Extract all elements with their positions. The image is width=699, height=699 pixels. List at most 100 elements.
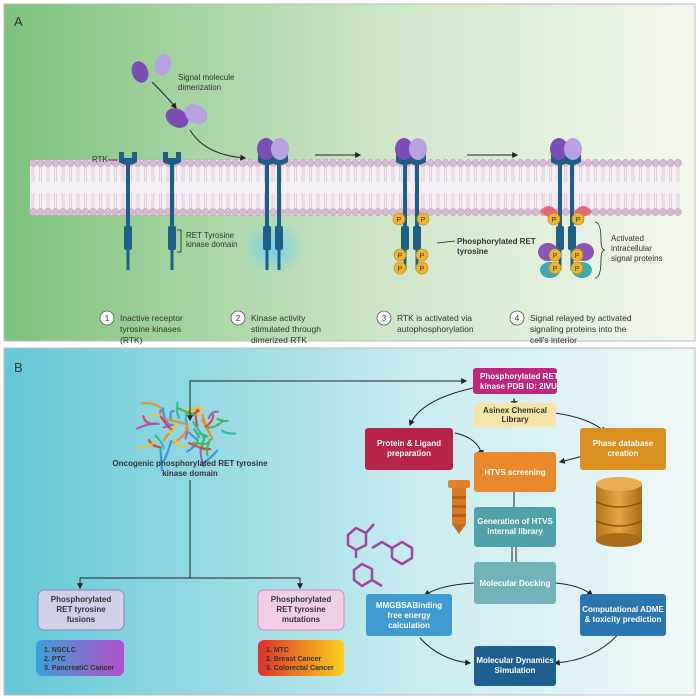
oncogenic-label-1: Oncogenic phosphorylated RET tyrosine [112,459,268,468]
step-caption-line: signaling proteins into the [530,324,627,334]
step-number: 4 [515,314,520,323]
fusions-item-1: 1. NSCLC [44,647,76,654]
asinex-box-line-2: Library [501,415,529,424]
activated-label-1: Activated [611,234,644,243]
mmgbsa-box [366,594,452,636]
kinase-domain-label-1: RET Tyrosine [186,231,235,240]
htvs-box-text: HTVS screening [484,468,545,477]
dimerization-arrow [151,81,177,109]
svg-text:P: P [398,266,403,273]
oncogenic-label-2: kinase domain [162,469,218,478]
svg-text:P: P [553,266,558,273]
adme-box [580,594,666,636]
step-caption-line: RTK is activated via [397,313,472,323]
genlib-line-2: internal library [487,527,543,536]
phase-db-line-2: creation [607,449,638,458]
asinex-box-line-1: Asinex Chemical [483,406,547,415]
plus-sign: + [510,394,518,409]
svg-text:P: P [397,217,402,224]
phosphorylated-leader [436,240,456,244]
panel-b-label: B [14,360,23,375]
svg-text:P: P [553,253,558,260]
phase-db-box [580,428,666,470]
adme-line-1: Computational ADME [582,605,664,614]
activated-label-3: signal proteins [611,254,663,263]
ligand-binding-arrow [189,129,247,161]
step-caption-line: Signal relayed by activated [530,313,632,323]
phosphorylated-label-2: tyrosine [457,247,489,256]
fusions-item-2: 2. PTC [44,656,66,663]
signal-proteins-bracket [594,221,606,279]
step-number-circle [99,310,115,326]
signal-molecule-label-1: Signal molecule [178,73,235,82]
mutations-title-2: RET tyrosine [276,605,326,614]
mutations-title-1: Phosphorylated [271,595,332,604]
svg-text:P: P [421,217,426,224]
phosphorylated-label-1: Phosphorylated RET [457,237,536,246]
kinase-domain-bracket [177,229,182,253]
mutations-item-1: 1. MTC [266,647,289,654]
phase-db-line-1: Phase database [593,439,654,448]
genlib-box [474,507,556,547]
fusions-title-1: Phosphorylated [51,595,112,604]
mmgbsa-line-2: free energy [387,611,431,620]
ligand-prep-box [365,428,453,470]
svg-text:P: P [420,266,425,273]
free-signal-molecules [131,54,172,83]
pdb-box [473,368,557,394]
panel-a-label: A [14,14,23,29]
mutations-title-box [257,589,345,631]
fusions-title-2: RET tyrosine [56,605,106,614]
svg-text:P: P [575,266,580,273]
step-caption-line: dimerized RTK [251,335,307,345]
kinase-domain-label-2: kinase domain [186,240,238,249]
mmgbsa-line-3: calculation [388,621,430,630]
svg-text:P: P [420,253,425,260]
step-caption-line: (RTK) [120,335,143,345]
dimerized-signal-molecule [165,104,208,128]
md-line-2: Simulation [495,666,536,675]
svg-text:P: P [576,217,581,224]
step-number: 1 [105,314,110,323]
step-number-circle [376,310,392,326]
genlib-line-1: Generation of HTVS [477,517,553,526]
pdb-box-line-2: kinase PDB ID: 2IVU [480,382,557,391]
svg-text:P: P [552,217,557,224]
step-caption-line: autophosphorylation [397,324,474,334]
step-number: 2 [236,314,241,323]
step-caption-line: Inactive receptor [120,313,183,323]
docking-pin-icon [448,480,470,534]
kinase-activity-glow [241,220,305,276]
mutations-list-box [258,640,344,676]
md-box [474,646,556,686]
svg-text:P: P [575,253,580,260]
docking-box-text: Molecular Docking [479,579,550,588]
step-caption-line: cell's interior [530,335,577,345]
ligand-prep-line-2: preparation [387,449,431,458]
mutations-title-3: mutations [282,615,321,624]
protein-structure-icon [136,401,237,472]
step-caption-line: stimulated through [251,324,321,334]
adme-line-2: & toxicity prediction [585,615,662,624]
svg-text:P: P [398,253,403,260]
fusions-title-3: fusions [67,615,96,624]
mmgbsa-line-1: MMGBSABinding [376,601,442,610]
step-number-circle [509,310,525,326]
fusions-title-box [37,589,125,631]
step-number-circle [230,310,246,326]
fusions-item-3: 3. PancreatiC Cancer [44,665,114,672]
pdb-box-line-1: Phosphorylated RET [480,372,559,381]
step-caption-line: Kinase activity [251,313,306,323]
mutations-item-2: 2. Breast Cancer [266,656,322,663]
signal-molecule-label-2: dimerization [178,83,221,92]
step-caption-line: tyrosine kinases [120,324,181,334]
activated-label-2: intracellular [611,244,652,253]
md-line-1: Molecular Dynamics [476,656,554,665]
asinex-box [474,403,556,427]
fusions-list-box [36,640,124,676]
htvs-box [474,452,556,492]
